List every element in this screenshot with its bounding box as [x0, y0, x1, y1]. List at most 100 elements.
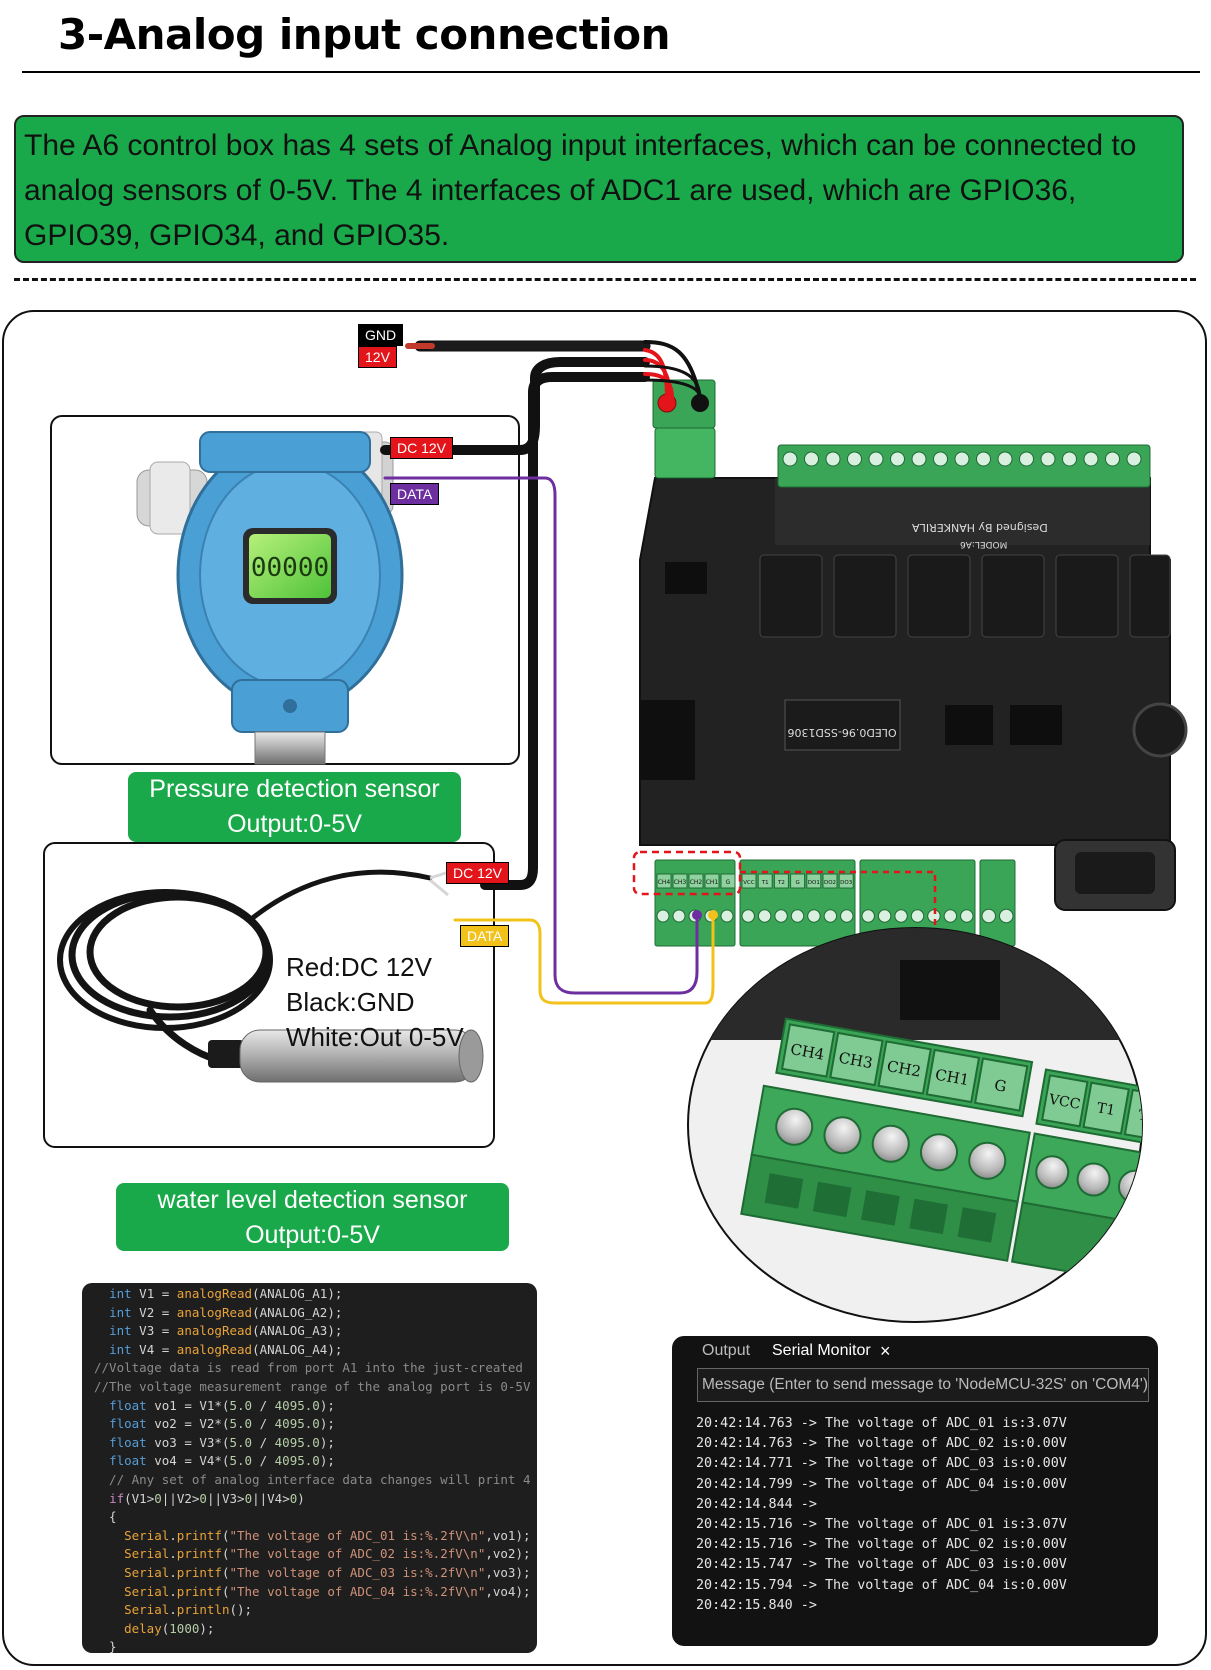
code-token: ,vo4); — [485, 1583, 531, 1599]
code-token: ); — [319, 1416, 335, 1432]
code-token: ( — [221, 1546, 230, 1562]
tab-output[interactable]: Output — [702, 1342, 751, 1359]
legend-white: White:Out 0-5V — [286, 1022, 464, 1052]
terminal-cell — [838, 873, 854, 889]
terminal-cell — [806, 873, 822, 889]
zoom-terminal-screw — [1076, 1162, 1111, 1197]
code-token: ,vo3); — [485, 1564, 531, 1580]
zoom-terminal-cell — [780, 1023, 836, 1078]
code-token: Serial — [124, 1602, 170, 1618]
code-token: 5.0 — [229, 1453, 253, 1469]
12v-tag: 12V — [358, 346, 397, 368]
code-token: 4095.0 — [274, 1434, 320, 1450]
zoom-terminal-screw — [919, 1133, 958, 1172]
serial-output-line: 20:42:15.747 -> The voltage of ADC_03 is… — [696, 1557, 1067, 1573]
power-connector — [652, 379, 716, 479]
code-line: int V4 = analogRead(ANALOG_A4); — [94, 1341, 537, 1360]
code-token — [94, 1398, 109, 1413]
code-token: println — [176, 1602, 230, 1618]
terminal-screw — [804, 451, 819, 467]
code-token: float — [109, 1416, 147, 1432]
code-token — [94, 1453, 109, 1468]
code-token: 5.0 — [229, 1416, 253, 1432]
zoom-wire-hole — [957, 1207, 997, 1243]
page-title: 3-Analog input connection — [58, 10, 670, 59]
code-token: 0 — [289, 1490, 298, 1506]
code-token — [94, 1416, 109, 1431]
code-token: / — [252, 1434, 275, 1450]
zoom-wire-hole — [812, 1181, 852, 1218]
silk-oled: OLED0.96-SSD1306 — [787, 726, 896, 739]
terminal-screw — [1126, 451, 1142, 467]
code-line: // Any set of analog interface data chan… — [94, 1471, 537, 1490]
code-line: delay(1000); — [94, 1620, 537, 1639]
code-token: Serial — [124, 1583, 170, 1599]
code-token: 4095.0 — [274, 1416, 320, 1432]
zoom-terminal-screw — [1035, 1155, 1070, 1190]
pressure-dc12v-tag: DC 12V — [390, 437, 454, 459]
code-token: ||V4> — [252, 1490, 290, 1506]
pressure-data-tag: DATA — [390, 483, 440, 505]
terminal-screw — [976, 451, 991, 467]
serial-output-line: 20:42:14.771 -> The voltage of ADC_03 is… — [696, 1456, 1067, 1472]
code-token: Serial — [124, 1564, 170, 1580]
terminal-screw — [1105, 451, 1120, 467]
zoom-terminal-cell — [877, 1040, 932, 1095]
terminal-screw — [933, 451, 948, 467]
code-token: "The voltage of ADC_04 is:%.2fV\n" — [229, 1583, 486, 1599]
serial-output-line: 20:42:14.844 -> — [696, 1496, 817, 1512]
terminal-screw — [868, 451, 884, 467]
terminal-screw — [847, 451, 862, 467]
code-line: Serial.printf("The voltage of ADC_02 is:… — [94, 1545, 537, 1564]
code-token: (ANALOG_A3); — [252, 1323, 343, 1339]
code-line: int V1 = analogRead(ANALOG_A1); — [94, 1285, 537, 1304]
terminal-screw — [943, 909, 958, 923]
code-token: vo2 = V2*( — [146, 1416, 230, 1432]
code-token: ); — [199, 1620, 215, 1636]
zoom-terminal-label: G — [993, 1076, 1008, 1096]
terminal-label: T2 — [777, 880, 785, 886]
code-token: / — [252, 1397, 275, 1413]
water-dc12v-tag: DC 12V — [446, 862, 510, 884]
terminal-screw — [1062, 451, 1077, 467]
code-token: (V1> — [124, 1490, 155, 1506]
code-token: "The voltage of ADC_01 is:%.2fV\n" — [229, 1527, 486, 1543]
zoom-terminal-screw — [968, 1141, 1007, 1180]
serial-output-line: 20:42:15.840 -> — [696, 1597, 817, 1613]
code-token: (ANALOG_A4); — [252, 1341, 343, 1357]
zoom-terminal-cell — [1041, 1074, 1089, 1128]
serial-output-line: 20:42:14.763 -> The voltage of ADC_01 is… — [696, 1416, 1067, 1431]
code-token: analogRead — [176, 1341, 253, 1357]
terminal-cell — [757, 873, 773, 889]
terminal-label: DO2 — [824, 880, 836, 886]
code-token: analogRead — [176, 1304, 253, 1320]
code-token: 1000 — [169, 1620, 200, 1636]
dashed-divider — [14, 278, 1196, 281]
terminal-screw — [997, 451, 1013, 467]
terminal-screw — [823, 909, 838, 923]
water-sensor-label: water level detection sensor Output:0-5V — [116, 1183, 509, 1251]
code-line: int V3 = analogRead(ANALOG_A3); — [94, 1322, 537, 1341]
zoom-terminal-cell — [1082, 1081, 1130, 1135]
terminal-screw — [981, 908, 996, 924]
code-token: (ANALOG_A2); — [252, 1304, 343, 1320]
terminal-label: G — [726, 879, 731, 886]
code-token — [94, 1546, 124, 1561]
arduino-code-panel: int V1 = analogRead(ANALOG_A1); int V2 =… — [82, 1283, 537, 1653]
close-tab-icon[interactable]: × — [880, 1341, 891, 1361]
code-token: ( — [221, 1583, 230, 1599]
code-token: ,vo1); — [485, 1527, 531, 1543]
tab-serial-monitor[interactable]: Serial Monitor — [772, 1342, 871, 1359]
code-token: "The voltage of ADC_02 is:%.2fV\n" — [229, 1546, 486, 1562]
zoom-terminal-label: CH3 — [837, 1049, 874, 1073]
serial-message-input[interactable]: Message (Enter to send message to 'NodeM… — [697, 1368, 1149, 1402]
terminal-screw — [911, 451, 927, 467]
code-token: V3 = — [131, 1323, 177, 1339]
code-token: if — [109, 1490, 125, 1506]
terminal-label: G — [795, 880, 799, 886]
terminal-screw — [861, 909, 875, 923]
terminal-screw — [1019, 451, 1034, 467]
legend-red: Red:DC 12V — [286, 952, 432, 982]
code-token: ); — [319, 1453, 335, 1469]
